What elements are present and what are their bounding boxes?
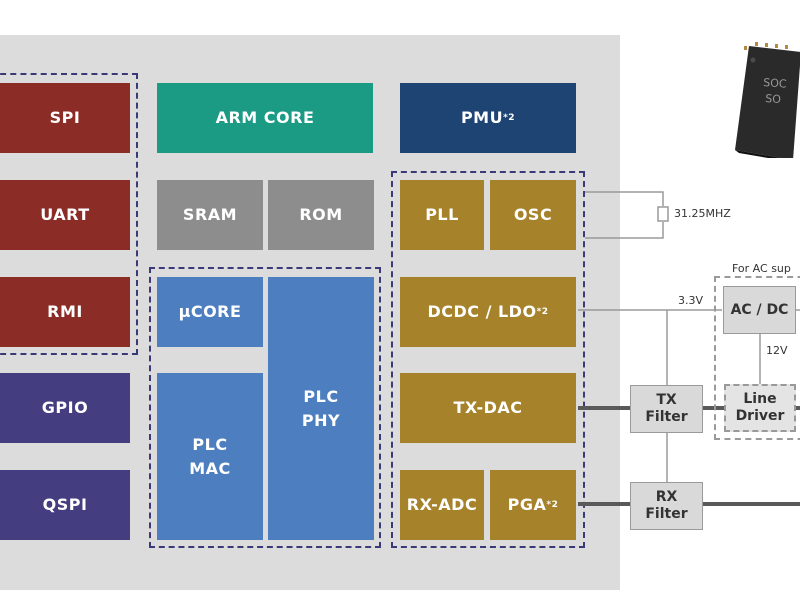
pga-block: PGA*2: [490, 470, 576, 540]
tx-dac-block: TX-DAC: [400, 373, 576, 443]
rx-adc-block: RX-ADC: [400, 470, 484, 540]
rmi-block: RMI: [0, 277, 130, 347]
ac-supply-group-border: [714, 276, 800, 440]
sram-block: SRAM: [157, 180, 263, 250]
arm-core-block: ARM CORE: [157, 83, 373, 153]
qspi-block: QSPI: [0, 470, 130, 540]
crystal-wire-top: [585, 191, 664, 206]
crystal-icon: [657, 206, 669, 222]
analog-group-border: [391, 171, 585, 548]
ac-supply-label: For AC sup: [732, 262, 791, 275]
voltage-3v3-label: 3.3V: [678, 294, 704, 307]
spi-block: SPI: [0, 83, 130, 153]
pga-label: PGA: [507, 495, 547, 514]
crystal-frequency-label: 31.25MHZ: [674, 207, 731, 220]
interface-group-border: [0, 73, 138, 355]
crystal-wire-bottom: [585, 222, 664, 239]
dcdc-ldo-label: DCDC / LDO: [427, 302, 537, 321]
ucore-block: µCORE: [157, 277, 263, 347]
dcdc-ldo-block: DCDC / LDO*2: [400, 277, 576, 347]
line-driver-block: Line Driver: [724, 384, 796, 432]
soc-chip-photo: SOC SO: [735, 42, 800, 158]
pll-block: PLL: [400, 180, 484, 250]
tx-filter-block: TX Filter: [630, 385, 703, 433]
plc-phy-block: PLC PHY: [268, 277, 374, 540]
pmu-label: PMU: [460, 108, 504, 127]
plc-group-border: [149, 267, 381, 548]
ac-dc-block: AC / DC: [723, 286, 796, 334]
rom-block: ROM: [268, 180, 374, 250]
rx-filter-block: RX Filter: [630, 482, 703, 530]
gpio-block: GPIO: [0, 373, 130, 443]
osc-block: OSC: [490, 180, 576, 250]
chip-text-line2: SO: [765, 92, 782, 106]
plc-mac-block: PLC MAC: [157, 373, 263, 540]
pmu-block: PMU*2: [400, 83, 576, 153]
uart-block: UART: [0, 180, 130, 250]
voltage-12v-label: 12V: [766, 344, 788, 357]
chip-text-line1: SOC: [763, 76, 787, 91]
